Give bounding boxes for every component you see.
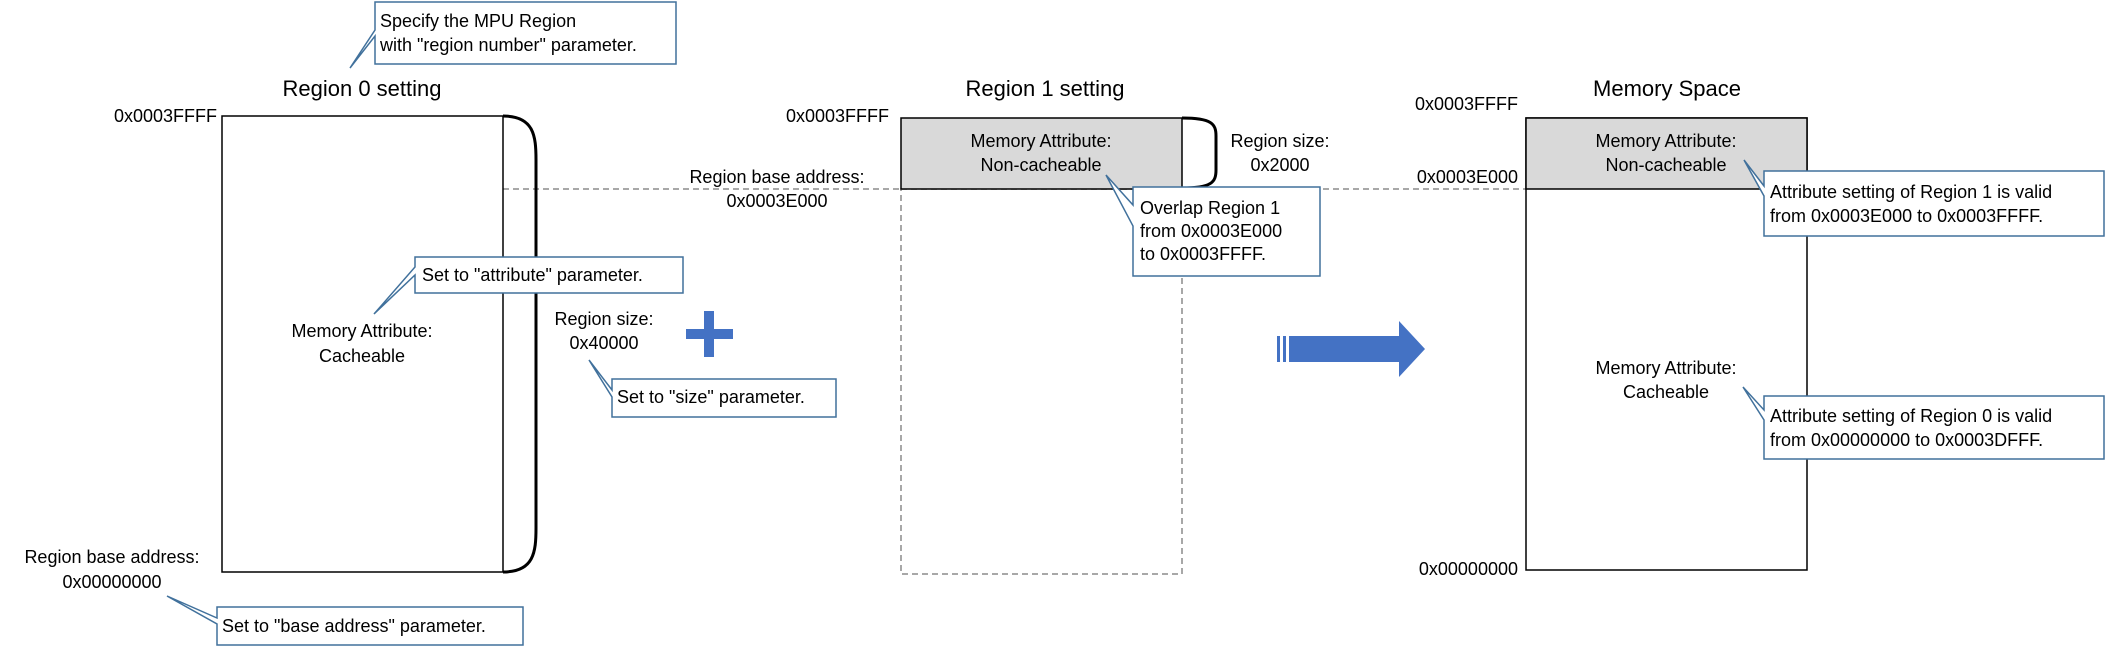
region1-size-brace bbox=[1181, 116, 1218, 190]
callout-region1-valid: Attribute setting of Region 1 is valid f… bbox=[1743, 159, 2105, 237]
svg-text:Set to "size" parameter.: Set to "size" parameter. bbox=[617, 387, 805, 407]
region1-size-value: 0x2000 bbox=[1250, 155, 1309, 175]
region0-base-label: Region base address: bbox=[24, 547, 199, 567]
memory-lower-attr-value: Cacheable bbox=[1623, 382, 1709, 402]
region0-size-brace bbox=[502, 114, 538, 574]
memory-space-box bbox=[1525, 117, 1808, 571]
plus-icon bbox=[686, 311, 733, 357]
region0-attr-label: Memory Attribute: bbox=[291, 321, 432, 341]
memory-space-title: Memory Space bbox=[1593, 76, 1741, 101]
callout-size: Set to "size" parameter. bbox=[588, 359, 837, 418]
region1-top-address: 0x0003FFFF bbox=[786, 106, 889, 126]
region0-attr-value: Cacheable bbox=[319, 346, 405, 366]
region1-attr-value: Non-cacheable bbox=[980, 155, 1101, 175]
region0-title: Region 0 setting bbox=[283, 76, 442, 101]
region0-size-label: Region size: bbox=[554, 309, 653, 329]
memory-upper-attr-label: Memory Attribute: bbox=[1595, 131, 1736, 151]
svg-text:to 0x0003FFFF.: to 0x0003FFFF. bbox=[1140, 244, 1266, 264]
region0-box bbox=[221, 115, 504, 573]
callout-overlap: Overlap Region 1 from 0x0003E000 to 0x00… bbox=[1105, 174, 1321, 277]
region1-size-label: Region size: bbox=[1230, 131, 1329, 151]
svg-text:Attribute setting of Region 1: Attribute setting of Region 1 is valid bbox=[1770, 182, 2052, 202]
result-arrow-icon bbox=[1277, 321, 1425, 377]
region1-attr-label: Memory Attribute: bbox=[970, 131, 1111, 151]
region1-title: Region 1 setting bbox=[966, 76, 1125, 101]
region1-box bbox=[900, 117, 1183, 190]
svg-text:Set to "attribute" parameter.: Set to "attribute" parameter. bbox=[422, 265, 643, 285]
memory-bottom-address: 0x00000000 bbox=[1419, 559, 1518, 579]
region1-base-value: 0x0003E000 bbox=[726, 191, 827, 211]
region0-size-value: 0x40000 bbox=[569, 333, 638, 353]
svg-text:from 0x0003E000 to 0x0003FFFF.: from 0x0003E000 to 0x0003FFFF. bbox=[1770, 206, 2043, 226]
svg-text:from 0x00000000 to 0x0003DFFF.: from 0x00000000 to 0x0003DFFF. bbox=[1770, 430, 2043, 450]
region0-top-address: 0x0003FFFF bbox=[114, 106, 217, 126]
region1-base-label: Region base address: bbox=[689, 167, 864, 187]
callout-region0-valid: Attribute setting of Region 0 is valid f… bbox=[1742, 386, 2105, 460]
svg-text:Set to "base address" paramete: Set to "base address" parameter. bbox=[222, 616, 486, 636]
memory-upper-region bbox=[1525, 117, 1808, 190]
svg-text:from 0x0003E000: from 0x0003E000 bbox=[1140, 221, 1282, 241]
memory-lower-attr-label: Memory Attribute: bbox=[1595, 358, 1736, 378]
memory-mid-address: 0x0003E000 bbox=[1417, 167, 1518, 187]
callout-mpu-region: Specify the MPU Region with "region numb… bbox=[349, 1, 677, 69]
svg-text:Specify the MPU Region: Specify the MPU Region bbox=[380, 11, 576, 31]
svg-text:Overlap Region 1: Overlap Region 1 bbox=[1140, 198, 1280, 218]
callout-base-address: Set to "base address" parameter. bbox=[166, 595, 524, 646]
svg-text:Attribute setting of Region 0: Attribute setting of Region 0 is valid bbox=[1770, 406, 2052, 426]
svg-text:with "region number" parameter: with "region number" parameter. bbox=[379, 35, 637, 55]
region0-base-value: 0x00000000 bbox=[62, 572, 161, 592]
memory-upper-attr-value: Non-cacheable bbox=[1605, 155, 1726, 175]
memory-top-address: 0x0003FFFF bbox=[1415, 94, 1518, 114]
callout-attribute: Set to "attribute" parameter. bbox=[373, 256, 684, 315]
